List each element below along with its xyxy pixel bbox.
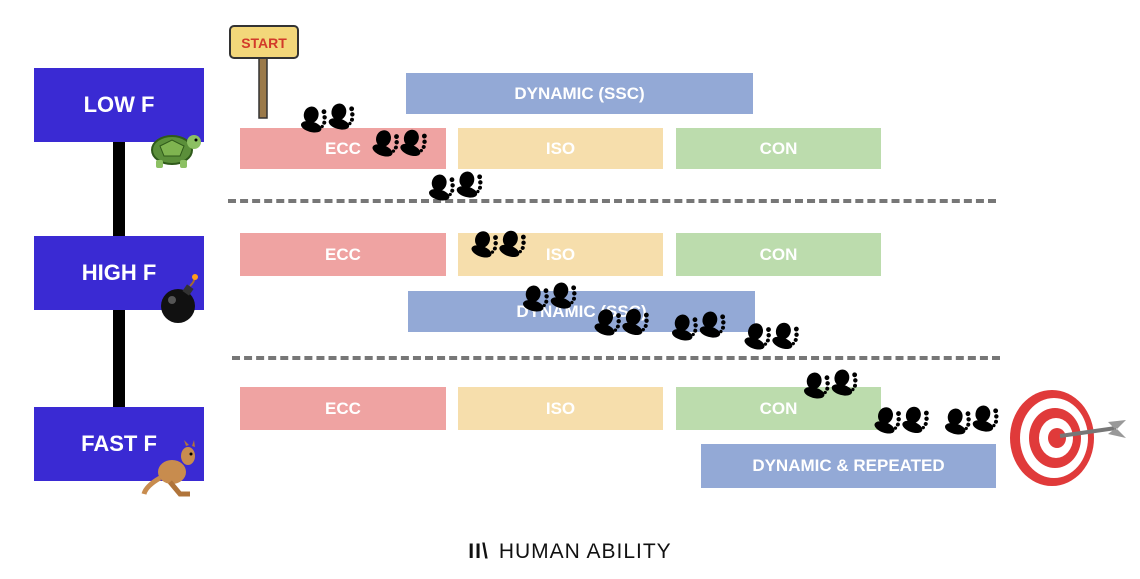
footprint-pair bbox=[872, 404, 933, 438]
footprint-pair bbox=[299, 101, 358, 136]
divider-1 bbox=[228, 199, 996, 203]
kangaroo-icon bbox=[141, 440, 195, 497]
spine-segment-1 bbox=[113, 140, 125, 240]
footprint-pair bbox=[592, 306, 653, 340]
divider-2 bbox=[232, 356, 1000, 360]
target-icon bbox=[1010, 390, 1126, 486]
high-ecc-bar: ECC bbox=[240, 233, 446, 276]
footprint-pair bbox=[370, 127, 431, 161]
footprint-pair bbox=[469, 228, 530, 262]
level-low-f: LOW F bbox=[34, 68, 204, 142]
fast-ecc-bar: ECC bbox=[240, 387, 446, 430]
footprint-pair bbox=[943, 403, 1002, 438]
low-con-bar: CON bbox=[676, 128, 881, 169]
low-iso-bar: ISO bbox=[458, 128, 663, 169]
fast-dynamic-repeated-bar: DYNAMIC & REPEATED bbox=[701, 444, 996, 488]
high-con-bar: CON bbox=[676, 233, 881, 276]
arrow-icon bbox=[1059, 420, 1126, 438]
high-iso-bar: ISO bbox=[458, 233, 663, 276]
footprint-pair bbox=[742, 320, 803, 354]
footprint-pair bbox=[670, 309, 729, 344]
brand-name: HUMAN ABILITY bbox=[498, 540, 672, 563]
low-dynamic-ssc-bar: DYNAMIC (SSC) bbox=[406, 73, 753, 114]
fast-iso-bar: ISO bbox=[458, 387, 663, 430]
bomb-icon bbox=[161, 274, 198, 323]
start-sign-label: START bbox=[241, 35, 287, 51]
footprint-pair bbox=[427, 169, 486, 204]
spine-segment-2 bbox=[113, 308, 125, 410]
footprint-pair bbox=[802, 367, 861, 402]
brand-logo: II\ bbox=[468, 540, 489, 563]
start-sign-icon: START bbox=[229, 25, 299, 119]
footprint-pair bbox=[521, 280, 580, 315]
turtle-icon bbox=[151, 135, 201, 168]
footer-brand: II\ HUMAN ABILITY bbox=[0, 540, 1140, 564]
